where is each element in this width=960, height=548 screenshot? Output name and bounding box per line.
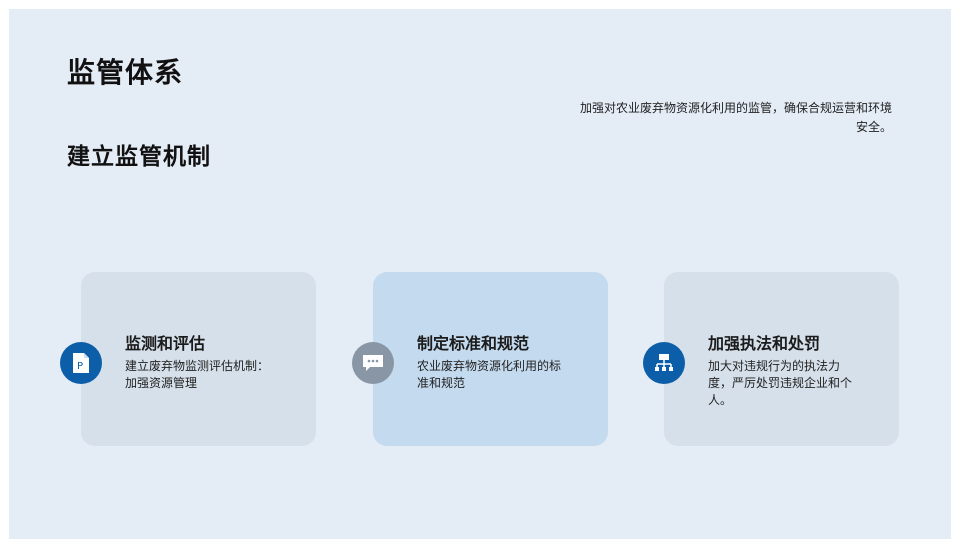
slide-subtitle: 建立监管机制	[67, 144, 211, 170]
svg-text:P: P	[77, 361, 83, 372]
card-enforcement: 加强执法和处罚 加大对违规行为的执法力度，严厉处罚违规企业和个人。	[643, 272, 899, 446]
slide: 监管体系 建立监管机制 加强对农业废弃物资源化利用的监管，确保合规运营和环境安全…	[9, 9, 951, 539]
card-title: 制定标准和规范	[417, 334, 530, 353]
card-standards: 制定标准和规范 农业废弃物资源化利用的标准和规范	[352, 272, 608, 446]
card-text: 农业废弃物资源化利用的标准和规范	[417, 359, 562, 390]
card-title: 监测和评估	[125, 334, 206, 353]
card-text: 加大对违规行为的执法力度，严厉处罚违规企业和个人。	[708, 359, 853, 407]
card-text: 建立废弃物监测评估机制：加强资源管理	[125, 359, 270, 390]
slide-description: 加强对农业废弃物资源化利用的监管，确保合规运营和环境安全。	[579, 101, 892, 134]
org-chart-icon	[643, 342, 685, 384]
document-p-icon: P	[60, 342, 102, 384]
chat-bubble-icon	[352, 342, 394, 384]
card-title: 加强执法和处罚	[708, 334, 821, 353]
card-monitoring: P 监测和评估 建立废弃物监测评估机制：加强资源管理	[60, 272, 316, 446]
slide-title: 监管体系	[67, 56, 184, 89]
